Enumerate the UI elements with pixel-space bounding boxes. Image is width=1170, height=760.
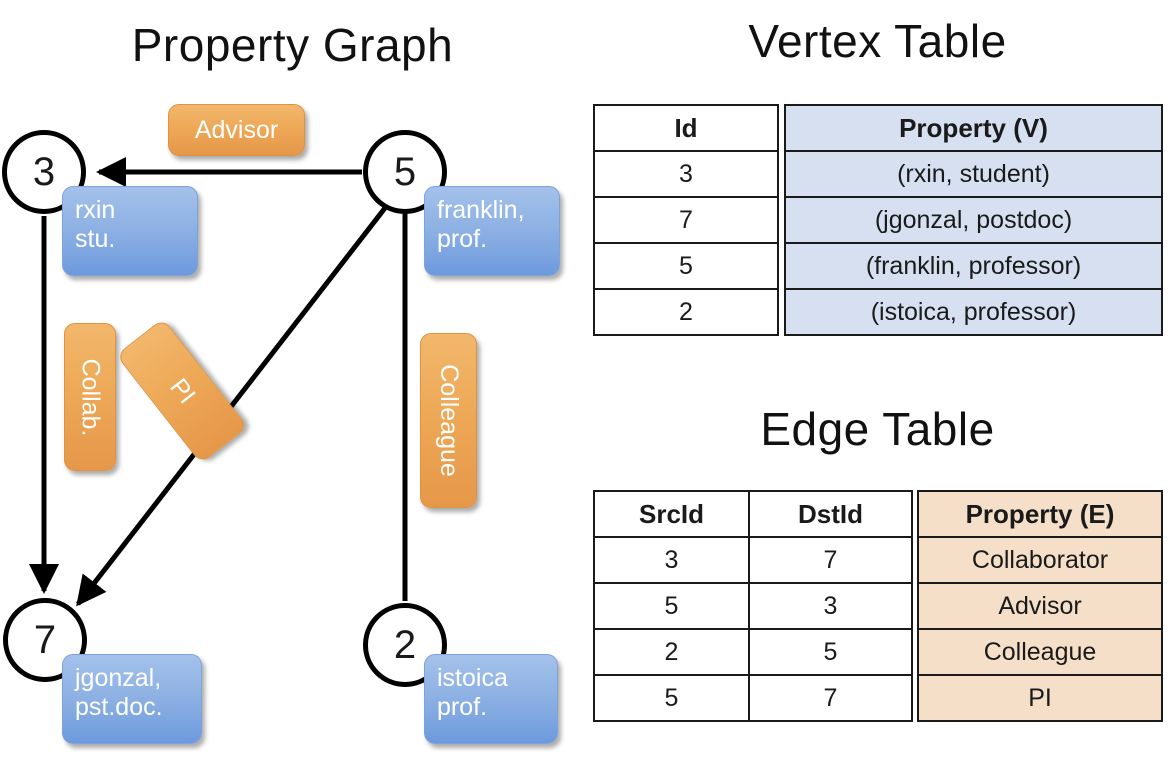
edge-row-2-property: Colleague	[917, 628, 1163, 676]
vertex-property-istoica-line2: prof.	[437, 692, 488, 721]
vertex-property-box-rxin[interactable]: rxin stu.	[62, 186, 198, 276]
edge-label-advisor[interactable]: Advisor	[168, 104, 305, 156]
column-gap	[778, 289, 785, 335]
edge-table: SrcId DstId Property (E) 3 7 Collaborato…	[593, 490, 1163, 722]
table-header-row: SrcId DstId Property (E)	[593, 490, 1163, 538]
edge-table-header-property: Property (E)	[917, 490, 1163, 538]
edge-row-1-dst: 3	[748, 582, 913, 630]
vertex-row-0-property: (rxin, student)	[784, 150, 1163, 198]
table-row[interactable]: 5 7 PI	[593, 674, 1163, 722]
page-title-vertex-table: Vertex Table	[748, 15, 1007, 67]
vertex-property-istoica-line1: istoica	[437, 664, 508, 692]
vertex-row-1-property: (jgonzal, postdoc)	[784, 196, 1163, 244]
vertex-row-2-property: (franklin, professor)	[784, 242, 1163, 290]
page-title-edge-table: Edge Table	[760, 403, 995, 455]
edge-row-0-src: 3	[593, 536, 750, 584]
edge-row-3-dst: 7	[748, 674, 913, 722]
column-gap	[778, 151, 785, 197]
table-row[interactable]: 5 (franklin, professor)	[593, 242, 1163, 290]
vertex-node-3[interactable]: 3	[2, 130, 86, 214]
column-gap	[778, 243, 785, 289]
vertex-table-header-property: Property (V)	[784, 104, 1163, 152]
table-row[interactable]: 2 5 Colleague	[593, 628, 1163, 676]
table-row[interactable]: 3 (rxin, student)	[593, 150, 1163, 198]
table-row[interactable]: 2 (istoica, professor)	[593, 288, 1163, 336]
vertex-node-2-label: 2	[393, 623, 417, 667]
edge-label-colleague-text: Colleague	[435, 364, 463, 477]
edge-row-3-property: PI	[917, 674, 1163, 722]
vertex-property-franklin-line2: prof.	[437, 224, 488, 253]
edge-table-header-srcid: SrcId	[593, 490, 750, 538]
vertex-row-3-property: (istoica, professor)	[784, 288, 1163, 336]
edge-row-0-property: Collaborator	[917, 536, 1163, 584]
vertex-property-franklin-line1: franklin,	[437, 196, 525, 224]
vertex-row-3-id: 2	[593, 288, 779, 336]
vertex-property-jgonzal-line2: pst.doc.	[75, 692, 163, 721]
vertex-property-rxin-line1: rxin	[75, 196, 116, 224]
vertex-row-0-id: 3	[593, 150, 779, 198]
edge-label-pi-text: PI	[164, 372, 201, 409]
edge-row-1-property: Advisor	[917, 582, 1163, 630]
vertex-property-rxin-line2: stu.	[75, 224, 116, 253]
vertex-table: Id Property (V) 3 (rxin, student) 7 (jgo…	[593, 104, 1163, 336]
property-graph-canvas: 3 5 7 2 rxin stu. franklin, prof. jgonza…	[0, 86, 585, 760]
vertex-node-7-label: 7	[33, 618, 57, 662]
column-gap	[778, 105, 785, 151]
vertex-property-box-istoica[interactable]: istoica prof.	[424, 654, 558, 744]
vertex-row-1-id: 7	[593, 196, 779, 244]
table-row[interactable]: 5 3 Advisor	[593, 582, 1163, 630]
edge-label-collab[interactable]: Collab.	[64, 323, 116, 471]
edge-table-header-dstid: DstId	[748, 490, 913, 538]
edge-row-2-dst: 5	[748, 628, 913, 676]
vertex-property-jgonzal-line1: jgonzal,	[75, 664, 162, 692]
edge-row-2-src: 2	[593, 628, 750, 676]
table-header-row: Id Property (V)	[593, 104, 1163, 152]
table-row[interactable]: 7 (jgonzal, postdoc)	[593, 196, 1163, 244]
vertex-row-2-id: 5	[593, 242, 779, 290]
edge-row-3-src: 5	[593, 674, 750, 722]
edge-row-1-src: 5	[593, 582, 750, 630]
edge-row-0-dst: 7	[748, 536, 913, 584]
edge-label-colleague[interactable]: Colleague	[420, 333, 477, 508]
vertex-table-header-id: Id	[593, 104, 779, 152]
vertex-node-5-label: 5	[393, 150, 417, 194]
edge-label-advisor-text: Advisor	[194, 115, 279, 144]
column-gap	[778, 197, 785, 243]
page-title-property-graph: Property Graph	[131, 19, 454, 71]
vertex-property-box-franklin[interactable]: franklin, prof.	[424, 186, 560, 276]
table-row[interactable]: 3 7 Collaborator	[593, 536, 1163, 584]
edge-label-collab-text: Collab.	[76, 358, 105, 436]
vertex-node-3-label: 3	[32, 150, 56, 194]
vertex-property-box-jgonzal[interactable]: jgonzal, pst.doc.	[62, 654, 202, 744]
